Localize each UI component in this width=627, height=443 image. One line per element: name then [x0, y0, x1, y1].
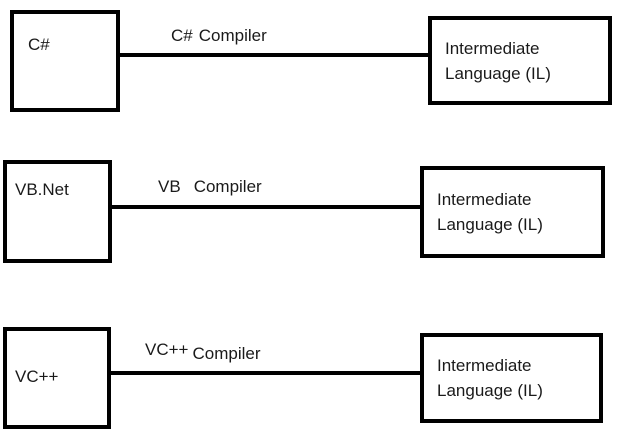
il-box-csharp: Intermediate Language (IL) — [428, 16, 612, 105]
connector-line — [112, 205, 421, 209]
compiler-label-text: Compiler — [192, 344, 261, 363]
il-box-label: Intermediate Language (IL) — [437, 190, 543, 234]
il-box-label: Intermediate Language (IL) — [437, 356, 543, 400]
source-language-label: VB.Net — [15, 180, 69, 199]
source-language-box-vbnet: VB.Net — [3, 160, 112, 263]
il-box-vbnet: Intermediate Language (IL) — [420, 166, 605, 258]
compiler-label-csharp: C# Compiler — [171, 26, 267, 46]
source-language-label: VC++ — [15, 367, 59, 386]
compiler-label-text: Compiler — [193, 177, 262, 196]
compiler-label-text: VC++ — [145, 340, 189, 359]
compiler-label-text: VB — [158, 177, 181, 196]
compiler-label-text: Compiler — [198, 26, 267, 45]
compiler-label-text: C# — [171, 26, 193, 45]
compiler-label-vcpp: VC++Compiler — [145, 340, 261, 363]
connector-line — [120, 53, 429, 57]
il-box-label: Intermediate Language (IL) — [445, 38, 551, 83]
compiler-label-vb: VB Compiler — [158, 177, 262, 197]
source-language-box-csharp: C# — [10, 10, 120, 112]
il-box-vcpp: Intermediate Language (IL) — [420, 333, 603, 423]
source-language-label: C# — [28, 35, 50, 54]
source-language-box-vcpp: VC++ — [3, 327, 111, 429]
connector-line — [111, 371, 421, 375]
